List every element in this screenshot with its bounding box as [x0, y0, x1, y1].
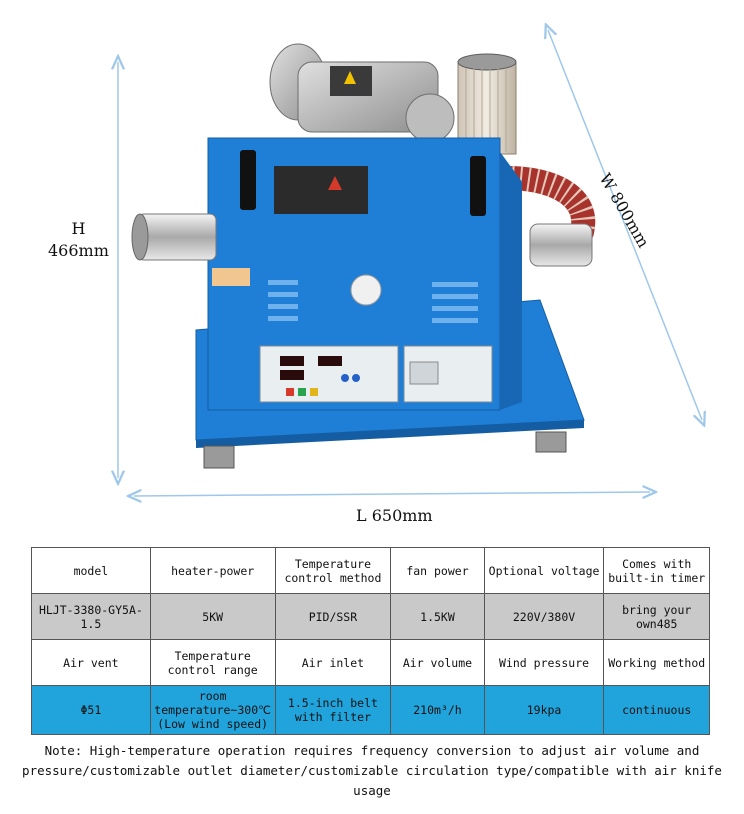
table-cell: Temperature control method [274, 547, 392, 594]
product-illustration: H 466mm W 800mm L 650mm [0, 0, 744, 540]
table-cell: heater-power [149, 547, 276, 594]
length-dimension-label: L 650mm [356, 506, 433, 525]
length-dimension-arrow [134, 492, 650, 496]
table-cell: bring your own485 [603, 593, 710, 640]
table-cell: fan power [390, 547, 485, 594]
table-row: model heater-power Temperature control m… [31, 547, 710, 594]
table-cell: Temperature control range [149, 639, 276, 686]
table-row: Air vent Temperature control range Air i… [31, 639, 710, 686]
table-cell: 1.5-inch belt with filter [274, 685, 392, 735]
table-row: HLJT-3380-GY5A-1.5 5KW PID/SSR 1.5KW 220… [31, 593, 710, 640]
main-cabinet [207, 137, 522, 411]
table-cell: Comes with built-in timer [603, 547, 710, 594]
height-dimension-label: H 466mm [48, 218, 109, 262]
table-cell: room temperature~300℃ (Low wind speed) [149, 685, 276, 735]
hot-air-blower-drawing [0, 0, 744, 540]
height-letter: H [71, 219, 86, 238]
table-cell: 210m³/h [390, 685, 485, 735]
table-cell: continuous [603, 685, 710, 735]
flexible-hose [500, 166, 596, 244]
table-cell: 1.5KW [390, 593, 485, 640]
outlet-pipe-left [131, 213, 217, 261]
caster-wheels [203, 431, 567, 469]
table-row: Φ51 room temperature~300℃ (Low wind spee… [31, 685, 710, 735]
specification-table: model heater-power Temperature control m… [31, 547, 710, 735]
table-cell: 220V/380V [483, 593, 605, 640]
table-cell: HLJT-3380-GY5A-1.5 [31, 593, 151, 640]
table-cell: Air volume [390, 639, 485, 686]
height-value: 466mm [48, 241, 109, 260]
table-cell: PID/SSR [274, 593, 392, 640]
table-cell: Air inlet [274, 639, 392, 686]
table-cell: 19kpa [483, 685, 605, 735]
table-cell: 5KW [149, 593, 276, 640]
table-cell: Optional voltage [483, 547, 605, 594]
table-cell: model [31, 547, 151, 594]
width-dimension-arrow [548, 30, 702, 420]
table-cell: Working method [603, 639, 710, 686]
table-cell: Wind pressure [483, 639, 605, 686]
table-cell: Φ51 [31, 685, 151, 735]
outlet-pipe-right [529, 223, 593, 267]
table-cell: Air vent [31, 639, 151, 686]
blower-motor [269, 43, 455, 143]
usage-note: Note: High-temperature operation require… [22, 743, 722, 798]
